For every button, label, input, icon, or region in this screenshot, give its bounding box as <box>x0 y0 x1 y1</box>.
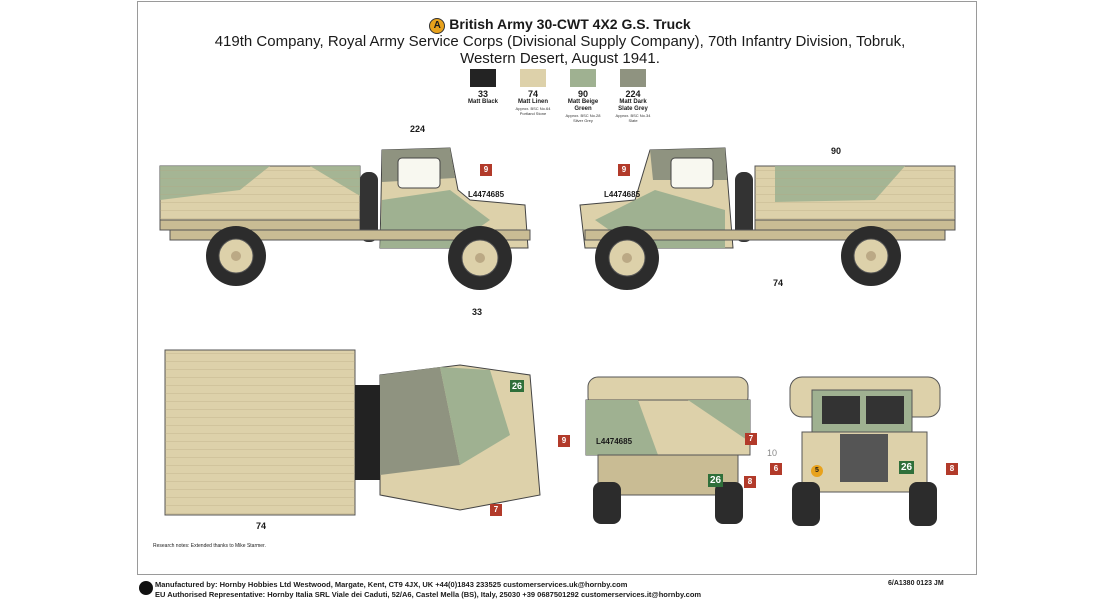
footer-manufacturer: Manufactured by: Hornby Hobbies Ltd West… <box>155 580 628 589</box>
callout-33: 33 <box>472 307 483 317</box>
swatch-name: Matt Black <box>467 99 498 105</box>
rear-view <box>585 376 751 524</box>
swatch-number: 74 <box>527 89 538 99</box>
footer-code: 6/A1380 0123 JM <box>888 580 944 587</box>
swatch-name-2: Green <box>574 106 592 112</box>
callout-74-top: 74 <box>256 521 267 531</box>
left-side-view <box>159 147 531 290</box>
swatch-chip <box>470 69 496 87</box>
subtitle-line-2: Western Desert, August 1941. <box>460 50 660 67</box>
serial-rear: L4474685 <box>596 437 633 446</box>
callout-224: 224 <box>410 124 426 134</box>
sheet-frame <box>137 1 977 575</box>
footer: Manufactured by: Hornby Hobbies Ltd West… <box>155 580 701 600</box>
serial-right: L4474685 <box>604 190 641 199</box>
swatch-equivalent: Approx. BSC No.64 <box>515 106 551 111</box>
decal-marker-6-front: 6 <box>770 463 782 475</box>
swatch-224: 224 Matt Dark Slate Grey Approx. BSC No.… <box>610 69 656 123</box>
decal-26-rear: 26 <box>708 474 724 487</box>
swatch-name-2: Slate Grey <box>618 106 648 112</box>
swatch-74: 74 Matt Linen Approx. BSC No.64 Portland… <box>510 69 556 116</box>
swatch-number: 224 <box>625 89 641 99</box>
callout-10: 10 <box>767 448 778 458</box>
decal-marker-7-top: 7 <box>490 504 502 516</box>
top-view <box>164 349 541 516</box>
swatch-chip <box>570 69 596 87</box>
subtitle-line-1: 419th Company, Royal Army Service Corps … <box>214 33 906 50</box>
swatch-equivalent-name: Slate <box>628 118 638 123</box>
research-note: Research notes: Extended thanks to Mike … <box>153 543 266 549</box>
swatch-equivalent: Approx. BSC No.28 <box>565 113 601 118</box>
swatch-number: 90 <box>577 89 588 99</box>
swatch-number: 33 <box>477 89 488 99</box>
scheme-badge: A <box>429 18 446 34</box>
front-view <box>789 376 941 526</box>
swatch-name: Matt Dark <box>619 99 647 105</box>
hornby-logo-icon <box>139 581 153 595</box>
swatch-chip <box>620 69 646 87</box>
callout-90: 90 <box>831 146 842 156</box>
swatch-chip <box>520 69 546 87</box>
swatch-name: Matt Beige <box>567 99 599 105</box>
right-side-view <box>579 147 956 290</box>
decal-marker-9-rear: 9 <box>558 435 570 447</box>
swatch-33: 33 Matt Black <box>460 69 506 106</box>
swatch-equivalent: Approx. BSC No.34 <box>615 113 651 118</box>
title-text: British Army 30-CWT 4X2 G.S. Truck <box>449 16 691 32</box>
decal-marker-8-front: 8 <box>946 463 958 475</box>
callout-74-side: 74 <box>773 278 784 288</box>
decal-26-top: 26 <box>510 380 525 392</box>
footer-eu-representative: EU Authorised Representative: Hornby Ita… <box>155 590 702 599</box>
swatch-equivalent-name: Silver Grey <box>573 118 593 123</box>
swatch-equivalent-name: Portland Stone <box>519 111 547 116</box>
swatch-90: 90 Matt Beige Green Approx. BSC No.28 Si… <box>560 69 606 123</box>
decal-5: 5 <box>811 465 823 477</box>
decal-marker-7-rear: 7 <box>745 433 757 445</box>
subtitle: 419th Company, Royal Army Service Corps … <box>0 33 1120 67</box>
swatch-name: Matt Linen <box>518 99 548 105</box>
color-swatches: 33 Matt Black 74 Matt Linen Approx. BSC … <box>460 69 660 129</box>
decal-26-front: 26 <box>899 461 915 474</box>
decal-marker-9-left: 9 <box>480 164 492 176</box>
serial-left: L4474685 <box>468 190 505 199</box>
decal-marker-8-rear: 8 <box>744 476 756 488</box>
decal-marker-9-right: 9 <box>618 164 630 176</box>
